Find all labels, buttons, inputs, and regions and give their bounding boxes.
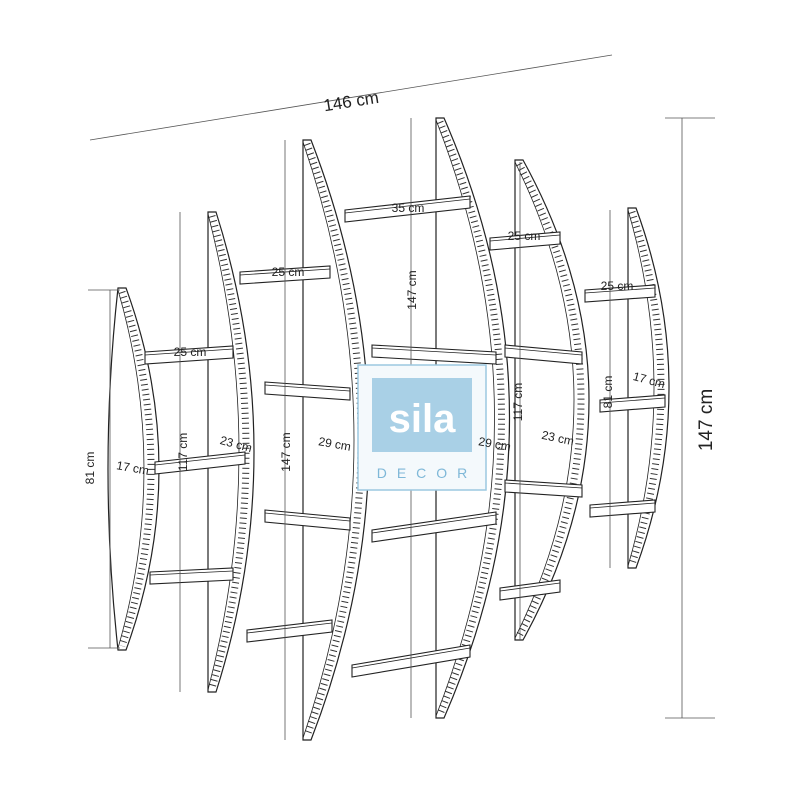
shelf-edge — [504, 482, 583, 489]
shelf-edge — [489, 234, 561, 242]
dim-p6-shelf: 25 cm — [601, 279, 634, 293]
shelf-edge — [504, 347, 583, 356]
panel-edge-inner — [302, 141, 355, 739]
shelf-edge — [584, 287, 656, 294]
shelf-edge — [264, 384, 351, 392]
shelf-edge — [371, 514, 497, 534]
shelf-edge — [344, 198, 471, 214]
dim-p2-height: 117 cm — [176, 433, 190, 471]
dimension-line — [89, 54, 613, 141]
dim-p5-depth: 23 cm — [540, 428, 575, 448]
panel-edge-inner — [514, 161, 575, 639]
brand-logo: sila DECOR — [357, 364, 487, 491]
dim-center-depth: 29 cm — [477, 434, 512, 453]
shelf-edge — [144, 348, 234, 356]
dim-p2-shelf: 25 cm — [272, 265, 305, 279]
dim-total-height: 147 cm — [696, 389, 717, 451]
dim-p1-shelf: 25 cm — [174, 345, 207, 359]
panel-5 — [514, 159, 590, 641]
shelf-edge — [246, 622, 333, 634]
panel-edge-inner — [207, 213, 240, 691]
shelf-edge — [371, 347, 497, 356]
shelf-edge — [499, 582, 561, 592]
panel-edge-hatch — [436, 120, 505, 716]
panel-edge-hatch — [118, 290, 155, 648]
dim-center-height: 147 cm — [405, 270, 419, 309]
dim-total-width: 146 cm — [322, 88, 380, 115]
shelf-edge — [599, 397, 666, 404]
dim-p3-height: 147 cm — [279, 432, 293, 471]
logo-brand: sila — [389, 397, 456, 441]
shelf-edge — [264, 512, 351, 522]
panel-edge-inner — [117, 289, 145, 649]
shelf-edge — [149, 570, 234, 576]
shelf-edge — [589, 502, 656, 509]
dim-p1-height: 81 cm — [83, 452, 97, 485]
logo-block — [372, 378, 472, 452]
panel-3 — [302, 139, 370, 741]
dim-p1-depth: 17 cm — [115, 458, 150, 477]
panel-edge-inner — [627, 209, 655, 567]
logo-sub: DECOR — [377, 465, 478, 481]
shelf-edge — [154, 454, 246, 466]
dim-p6-height: 81 cm — [601, 376, 615, 409]
dim-center-shelf: 35 cm — [392, 201, 425, 215]
dim-p3-depth: 29 cm — [317, 434, 352, 453]
dim-p5-shelf: 25 cm — [508, 229, 541, 243]
dim-p5-height: 117 cm — [511, 383, 525, 421]
